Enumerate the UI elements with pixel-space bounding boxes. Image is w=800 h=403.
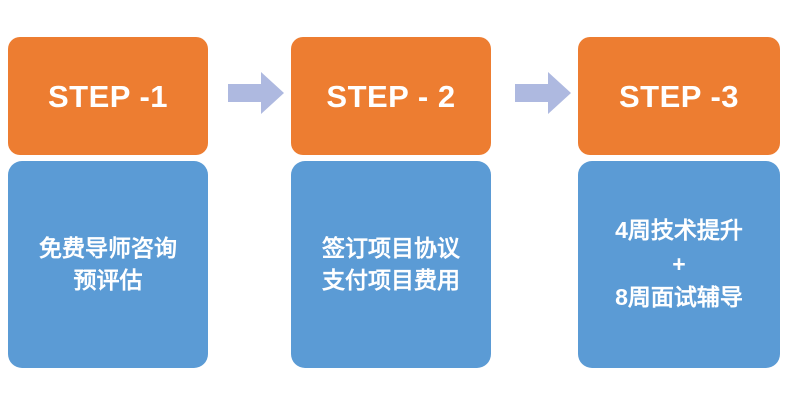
step-1-body-card[interactable]: 免费导师咨询 预评估 — [8, 161, 208, 368]
step-1-header-label: STEP -1 — [47, 78, 169, 114]
step-column-2: STEP - 2 签订项目协议 支付项目费用 — [291, 37, 491, 368]
step-2-body-line-2: 支付项目费用 — [322, 266, 460, 293]
step-3-body-line-2: + — [672, 250, 686, 277]
step-3-body-line-3: 8周面试辅导 — [615, 284, 743, 311]
step-2-header-label: STEP - 2 — [326, 78, 456, 114]
connector-arrow-2 — [515, 72, 571, 114]
connector-arrow-1 — [228, 72, 284, 114]
step-1-body-line-2: 预评估 — [73, 266, 143, 293]
step-2-header-card[interactable]: STEP - 2 — [291, 37, 491, 155]
arrow-right-icon — [228, 72, 284, 114]
step-2-body-card[interactable]: 签订项目协议 支付项目费用 — [291, 161, 491, 368]
step-2-body-line-1: 签订项目协议 — [322, 235, 460, 262]
arrow-right-icon — [515, 72, 571, 114]
step-3-body-line-1: 4周技术提升 — [615, 217, 743, 244]
step-column-1: STEP -1 免费导师咨询 预评估 — [8, 37, 208, 368]
step-1-header-card[interactable]: STEP -1 — [8, 37, 208, 155]
step-1-body-line-1: 免费导师咨询 — [39, 235, 177, 262]
step-3-header-label: STEP -3 — [618, 78, 740, 114]
step-3-body-card[interactable]: 4周技术提升 + 8周面试辅导 — [578, 161, 780, 368]
step-3-header-card[interactable]: STEP -3 — [578, 37, 780, 155]
step-column-3: STEP -3 4周技术提升 + 8周面试辅导 — [578, 37, 780, 368]
